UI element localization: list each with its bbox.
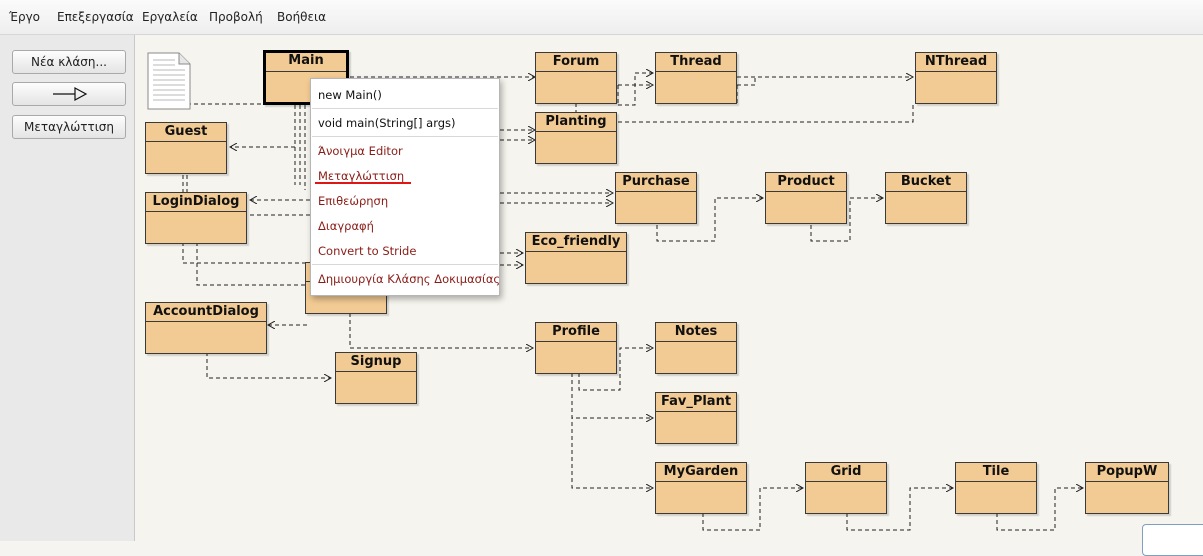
menu-item-delete[interactable]: Διαγραφή — [318, 219, 374, 233]
menu-separator — [312, 264, 498, 265]
menu-separator — [312, 136, 498, 137]
class-product[interactable]: Product — [765, 172, 847, 224]
class-planting[interactable]: Planting — [535, 112, 617, 164]
class-eco-friendly[interactable]: Eco_friendly — [525, 232, 627, 284]
class-signup[interactable]: Signup — [335, 352, 417, 404]
menu-view[interactable]: Προβολή — [209, 10, 263, 24]
class-logindialog[interactable]: LoginDialog — [145, 192, 247, 244]
class-thread[interactable]: Thread — [655, 52, 737, 104]
tool-sidebar: Νέα κλάση... Μεταγλώττιση — [0, 35, 135, 541]
menu-item-void-main[interactable]: void main(String[] args) — [318, 116, 456, 130]
menu-project[interactable]: Έργο — [9, 10, 41, 24]
class-grid[interactable]: Grid — [805, 462, 887, 514]
class-notes[interactable]: Notes — [655, 322, 737, 374]
menu-separator — [312, 108, 498, 109]
menu-edit[interactable]: Επεξεργασία — [57, 10, 134, 24]
class-profile[interactable]: Profile — [535, 322, 617, 374]
add-inheritance-arrow-button[interactable] — [12, 82, 126, 106]
menu-item-create-test-class[interactable]: Δημιουργία Κλάσης Δοκιμασίας — [318, 272, 501, 286]
class-context-menu: new Main() void main(String[] args) Άνοι… — [310, 78, 500, 296]
class-mygarden[interactable]: MyGarden — [655, 462, 747, 514]
readme-document-icon[interactable] — [147, 52, 191, 110]
class-guest[interactable]: Guest — [145, 122, 227, 174]
class-nthread[interactable]: NThread — [915, 52, 997, 104]
new-class-button[interactable]: Νέα κλάση... — [12, 50, 126, 74]
window-corner-panel — [1142, 524, 1203, 556]
menu-item-compile[interactable]: Μεταγλώττιση — [318, 169, 405, 183]
class-tile[interactable]: Tile — [955, 462, 1037, 514]
class-bucket[interactable]: Bucket — [885, 172, 967, 224]
menu-tools[interactable]: Εργαλεία — [142, 10, 198, 24]
class-popupw[interactable]: PopupW — [1085, 462, 1169, 514]
class-fav-plant[interactable]: Fav_Plant — [655, 392, 737, 444]
menu-help[interactable]: Βοήθεια — [277, 10, 326, 24]
class-forum[interactable]: Forum — [535, 52, 617, 104]
menu-item-convert-stride[interactable]: Convert to Stride — [318, 244, 417, 258]
class-main[interactable]: Main — [263, 50, 349, 105]
inheritance-arrow-icon — [53, 86, 88, 102]
class-accountdialog[interactable]: AccountDialog — [145, 302, 267, 354]
menu-item-new-main[interactable]: new Main() — [318, 88, 382, 102]
class-purchase[interactable]: Purchase — [615, 172, 697, 224]
compile-highlight-underline — [315, 182, 411, 184]
menu-bar: Έργο Επεξεργασία Εργαλεία Προβολή Βοήθει… — [0, 0, 1203, 35]
compile-button[interactable]: Μεταγλώττιση — [12, 115, 126, 139]
menu-item-inspect[interactable]: Επιθεώρηση — [318, 194, 389, 208]
menu-item-open-editor[interactable]: Άνοιγμα Editor — [318, 144, 403, 158]
dependency-arrows — [180, 35, 1203, 531]
